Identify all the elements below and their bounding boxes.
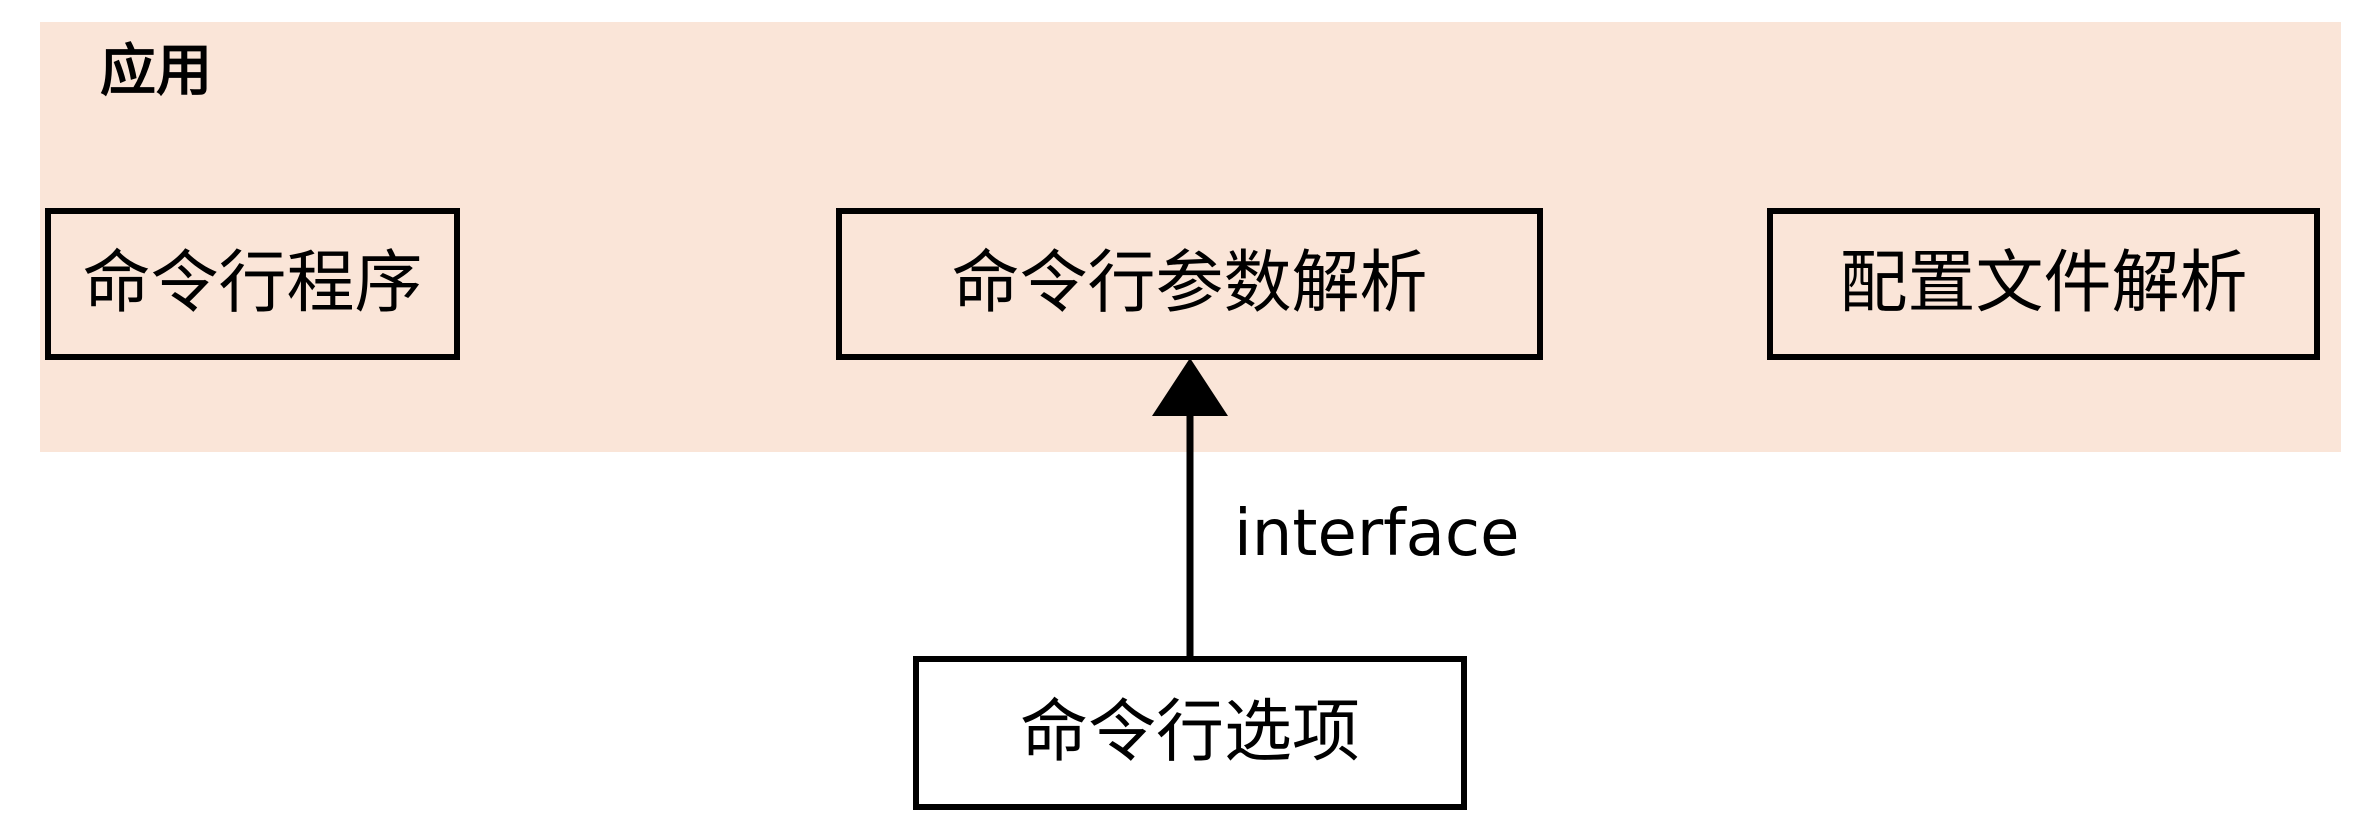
group-title: 应用 [100,39,212,104]
node-label-cli-program: 命令行程序 [82,244,423,323]
node-label-arg-parse: 命令行参数解析 [951,244,1428,323]
node-cli-program[interactable]: 命令行程序 [45,208,460,360]
node-config-parse[interactable]: 配置文件解析 [1767,208,2320,360]
edge-label-interface: interface [1234,497,1520,571]
node-label-config-parse: 配置文件解析 [1839,244,2248,323]
node-label-cli-options: 命令行选项 [1019,693,1360,772]
node-arg-parse[interactable]: 命令行参数解析 [836,208,1543,360]
node-cli-options[interactable]: 命令行选项 [913,656,1467,810]
